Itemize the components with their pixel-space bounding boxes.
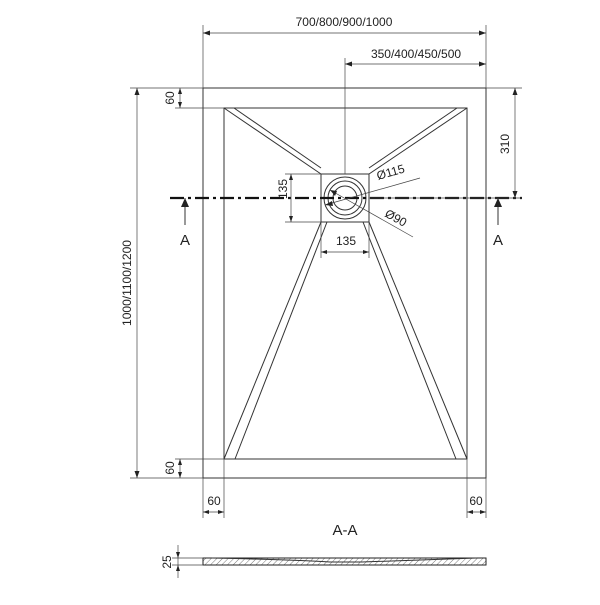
thickness-dimension: 25	[160, 545, 203, 578]
tray-outer-edge	[202, 87, 487, 479]
border-left-dimension: 60	[202, 459, 225, 518]
slope-line	[223, 221, 322, 460]
length-dimension: 1000/1100/1200	[120, 87, 203, 479]
drain-offset-y-dimension: 310	[369, 87, 522, 199]
drain-height-label: 135	[276, 179, 290, 199]
border-right-label: 60	[469, 494, 483, 508]
thickness-label: 25	[160, 555, 174, 569]
slope-line	[233, 107, 322, 169]
slope-line	[234, 221, 328, 460]
drain-offset-x-label: 350/400/450/500	[371, 47, 461, 61]
border-bottom-dimension: 60	[163, 458, 224, 478]
width-options-label: 700/800/900/1000	[296, 15, 393, 29]
slope-line	[368, 107, 468, 175]
border-left-label: 60	[207, 494, 221, 508]
tray-inner-edge	[223, 107, 468, 460]
drain-outer-diameter-callout: Ø115	[324, 161, 421, 206]
section-marker-right: A	[493, 232, 503, 249]
border-bottom-label: 60	[163, 461, 177, 475]
tray-section-view	[202, 557, 487, 566]
drain-offset-x-dimension: 350/400/450/500	[344, 47, 486, 174]
slope-line	[368, 221, 468, 460]
length-options-label: 1000/1100/1200	[120, 240, 134, 326]
slope-line	[368, 107, 458, 169]
drain-width-dimension: 135	[320, 222, 370, 258]
section-marker-left: A	[180, 232, 190, 249]
width-dimension: 700/800/900/1000	[202, 15, 487, 88]
section-view-label: A-A	[332, 522, 357, 539]
slope-line	[223, 107, 322, 175]
border-top-label: 60	[163, 91, 177, 105]
drain-width-label: 135	[336, 234, 356, 248]
slope-line	[362, 221, 457, 460]
drain-height-dimension: 135	[276, 173, 321, 223]
drain-offset-y-label: 310	[498, 134, 512, 154]
drain-inner-diameter-label: Ø90	[383, 206, 410, 229]
drain-outer-diameter-label: Ø115	[375, 161, 407, 182]
border-top-dimension: 60	[163, 88, 224, 109]
border-right-dimension: 60	[466, 459, 487, 518]
tray-top-view	[202, 87, 487, 479]
